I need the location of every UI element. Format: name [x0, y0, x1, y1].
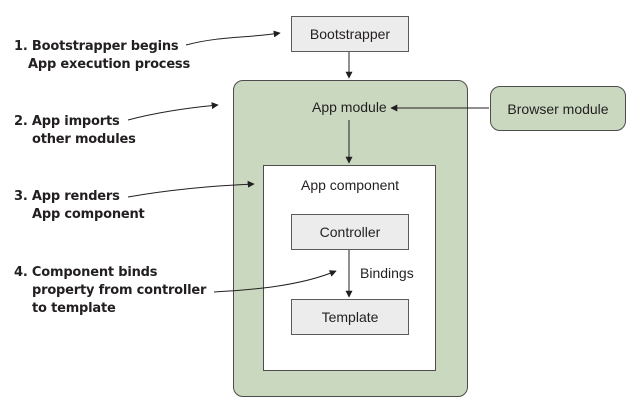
step-4-callout-arrow — [213, 270, 337, 293]
browser-module-label: Browser module — [507, 100, 609, 117]
step-3-annotation: 3. App renders App component — [14, 188, 145, 224]
step-4-line-1: 4. Component binds — [14, 265, 158, 280]
bindings-label: Bindings — [360, 265, 414, 281]
app-module-label: App module — [312, 99, 387, 115]
step-1-line-2: App execution process — [28, 57, 191, 72]
app-component-label: App component — [301, 177, 400, 193]
controller-label: Controller — [319, 224, 381, 240]
step-4-line-2: property from controller — [32, 283, 207, 298]
browser-module-box: Browser module — [490, 86, 626, 131]
step-3-line-2: App component — [32, 207, 145, 222]
step-2-callout-arrow — [127, 102, 219, 121]
bootstrapper-box: Bootstrapper — [291, 16, 409, 52]
step-4-annotation: 4. Component binds property from control… — [14, 264, 206, 318]
step-2-line-1: 2. App imports — [14, 114, 120, 129]
step-1-callout-arrow — [185, 30, 281, 46]
step-1-annotation: 1. Bootstrapper begins App execution pro… — [14, 38, 190, 74]
step-3-callout-arrow — [127, 180, 255, 198]
step-2-line-2: other modules — [32, 132, 136, 147]
template-label: Template — [321, 309, 379, 325]
controller-box: Controller — [291, 214, 409, 250]
bootstrapper-label: Bootstrapper — [309, 26, 391, 42]
step-4-line-3: to template — [32, 301, 116, 316]
step-3-line-1: 3. App renders — [14, 189, 120, 204]
step-1-line-1: 1. Bootstrapper begins — [14, 39, 179, 54]
template-box: Template — [291, 299, 409, 335]
step-2-annotation: 2. App imports other modules — [14, 113, 136, 149]
